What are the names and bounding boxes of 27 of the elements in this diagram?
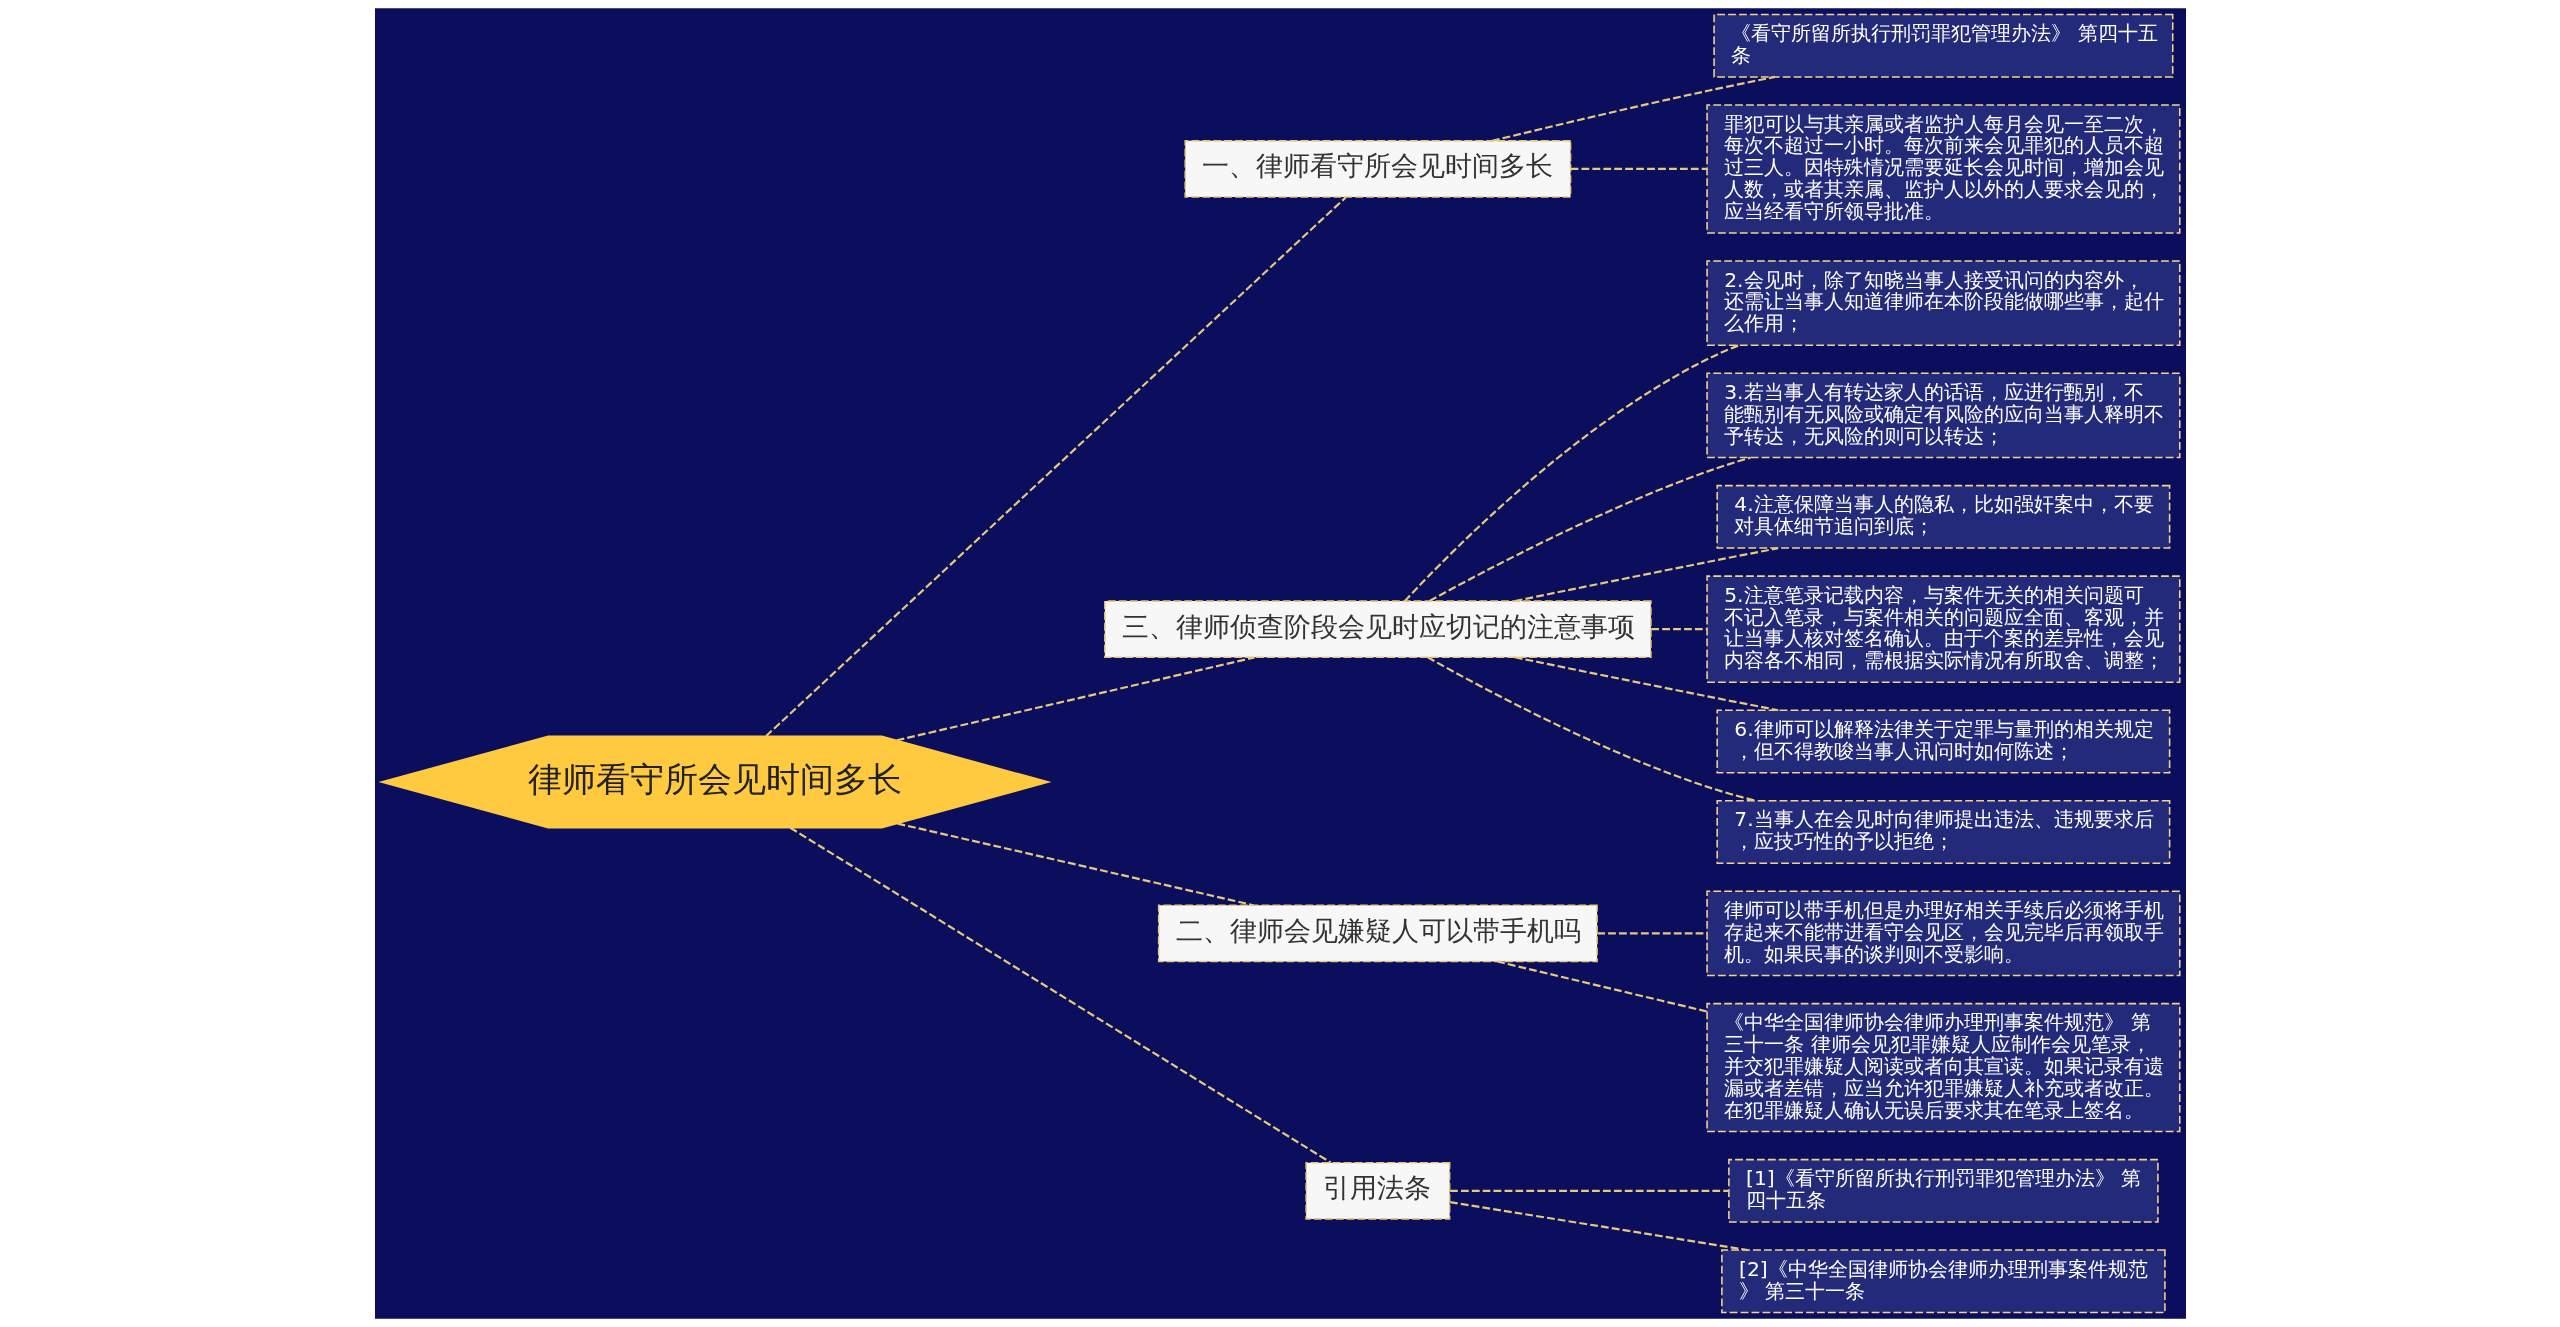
node-box: 7.当事人在会见时向律师提出违法、违规要求后，应技巧性的予以拒绝； bbox=[1715, 800, 2170, 864]
node-box: 一、律师看守所会见时间多长 bbox=[1183, 140, 1571, 198]
node-box: 《中华全国律师协会律师办理刑事案件规范》 第三十一条 律师会见犯罪嫌疑人应制作会见笔录，并交犯罪嫌疑人阅读或者向其宣读。如果记录有遗漏或者差错，应当允许犯罪嫌疑人补充或者改正。在犯罪嫌疑人确认无误后要求其在笔录上签名。 bbox=[1705, 1002, 2181, 1133]
connector bbox=[1449, 1189, 1729, 1192]
connector bbox=[1426, 656, 1756, 802]
node-box: [2]《中华全国律师协会律师办理刑事案件规范》 第三十一条 bbox=[1720, 1249, 2166, 1314]
node-box: 律师可以带手机但是办理好相关手续后必须将手机存起来不能带进看守会见区，会见完毕后再领取手机。如果民事的谈判则不受影响。 bbox=[1705, 890, 2181, 977]
connector bbox=[789, 826, 1331, 1164]
connector bbox=[764, 196, 1346, 737]
node-box: 3.若当事人有转达家人的话语，应进行甄别，不能甄别有无风险或确定有风险的应向当事人释明不予转达，无风险的则可以转达； bbox=[1705, 372, 2181, 459]
connector bbox=[1449, 1201, 1748, 1252]
node-box: 《看守所留所执行刑罚罪犯管理办法》 第四十五条 bbox=[1712, 13, 2173, 78]
connector bbox=[896, 822, 1254, 907]
node-box: [1]《看守所留所执行刑罚罪犯管理办法》 第四十五条 bbox=[1727, 1158, 2159, 1223]
node-box: 4.注意保障当事人的隐私，比如强奸案中，不要对具体细节追问到底； bbox=[1715, 484, 2170, 549]
connector bbox=[1596, 932, 1707, 935]
node-box: 5.注意笔录记载内容，与案件无关的相关问题可不记入笔录，与案件相关的问题应全面、客观，并让当事人核对签名确认。由于个案的差异性，会见内容各不相同，需根据实际情况有所取舍、调整； bbox=[1705, 575, 2181, 683]
node-box: 二、律师会见嫌疑人可以带手机吗 bbox=[1157, 904, 1598, 963]
connector bbox=[1496, 960, 1707, 1013]
node-box: 三、律师侦查阶段会见时应切记的注意事项 bbox=[1103, 600, 1652, 659]
node-box: 6.律师可以解释法律关于定罪与量刑的相关规定，但不得教唆当事人讯问时如何陈述； bbox=[1715, 709, 2170, 774]
node-box: 2.会见时，除了知晓当事人接受讯问的内容外，还需让当事人知道律师在本阶段能做哪些事，起什么作用； bbox=[1705, 260, 2181, 346]
node-box: 罪犯可以与其亲属或者监护人每月会见一至二次，每次不超过一小时。每次前来会见罪犯的人员不超过三人。因特殊情况需要延长会见时间，增加会见人数，或者其亲属、监护人以外的人要求会见的，应当经看守所领导批准。 bbox=[1705, 104, 2181, 234]
connector bbox=[1650, 628, 1707, 631]
connector bbox=[1570, 167, 1707, 171]
node-box: 引用法条 bbox=[1304, 1161, 1450, 1220]
connector bbox=[896, 656, 1255, 742]
